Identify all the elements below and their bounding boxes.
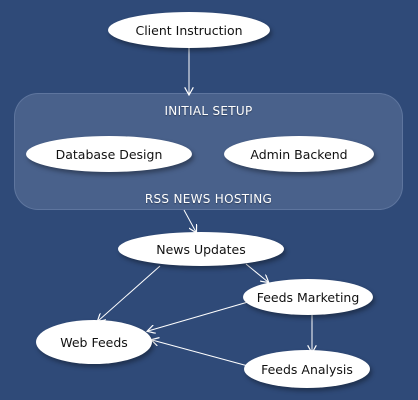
node-label: Client Instruction xyxy=(135,22,243,38)
node-label: Feeds Analysis xyxy=(261,361,353,377)
node-label: Web Feeds xyxy=(60,334,128,350)
node-client-instruction: Client Instruction xyxy=(108,12,270,48)
node-news-updates: News Updates xyxy=(118,232,284,266)
node-label: Database Design xyxy=(55,146,163,162)
node-database-design: Database Design xyxy=(26,136,192,172)
edge-analysis-to-webfeeds xyxy=(152,340,249,367)
node-label: Admin Backend xyxy=(250,146,348,162)
node-label: Feeds Marketing xyxy=(256,289,360,305)
edge-news-to-webfeeds xyxy=(98,265,161,321)
edge-setup-to-news xyxy=(183,209,196,232)
edge-news-to-marketing xyxy=(245,263,268,282)
panel-footer: RSS NEWS HOSTING xyxy=(144,192,273,206)
edge-marketing-to-webfeeds xyxy=(148,301,249,331)
node-feeds-marketing: Feeds Marketing xyxy=(243,279,373,315)
node-label: News Updates xyxy=(156,241,246,257)
node-admin-backend: Admin Backend xyxy=(224,136,374,172)
node-feeds-analysis: Feeds Analysis xyxy=(244,350,370,388)
node-web-feeds: Web Feeds xyxy=(36,320,152,364)
panel-title: INITIAL SETUP xyxy=(164,104,253,118)
